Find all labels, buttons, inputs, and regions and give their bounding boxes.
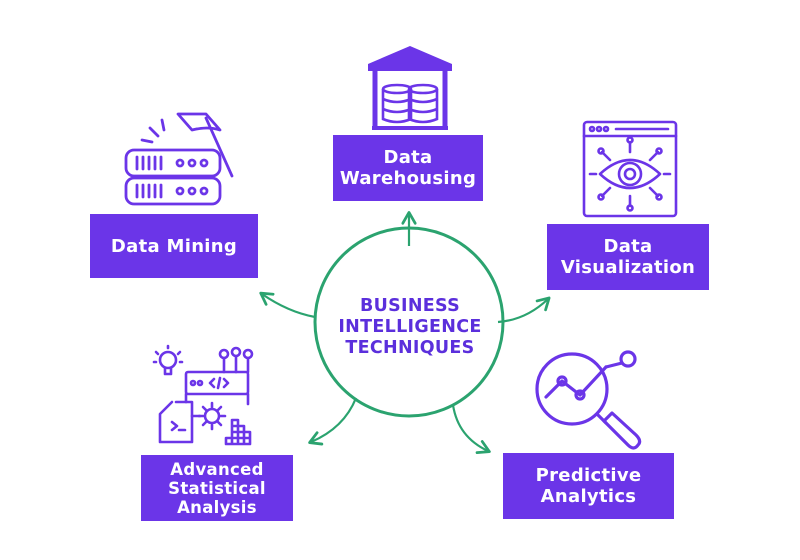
node-advanced-statistical-analysis-line-3: Analysis [177, 497, 257, 517]
node-data-mining-line-1: Data Mining [110, 235, 238, 257]
server-pickaxe-icon [124, 112, 234, 206]
node-predictive-analytics-line-2: Analytics [540, 486, 637, 507]
node-advanced-statistical-analysis-line-1: Advanced [170, 459, 264, 479]
node-data-visualization-line-2: Visualization [560, 257, 696, 278]
arrow-to-data-visualization [497, 296, 551, 324]
code-gear-document-icon [152, 344, 254, 446]
arrow-to-predictive-analytics [451, 404, 491, 455]
node-data-visualization: Data Visualization [547, 224, 709, 290]
center-title: BUSINESS INTELLIGENCE TECHNIQUES [318, 296, 502, 359]
node-data-visualization-line-1: Data [603, 236, 653, 257]
node-data-warehousing-line-2: Warehousing [339, 168, 477, 189]
browser-eye-network-icon [582, 120, 678, 218]
node-predictive-analytics: Predictive Analytics [503, 453, 674, 519]
center-title-line-3: TECHNIQUES [345, 338, 475, 358]
center-title-line-2: INTELLIGENCE [338, 317, 482, 337]
warehouse-database-icon [368, 46, 452, 130]
center-title-line-1: BUSINESS [359, 296, 461, 316]
node-data-warehousing-line-1: Data [383, 147, 433, 168]
arrow-to-data-mining [259, 291, 316, 319]
node-advanced-statistical-analysis: Advanced Statistical Analysis [141, 455, 293, 521]
node-predictive-analytics-line-1: Predictive [535, 465, 642, 486]
node-data-mining: Data Mining [90, 214, 258, 278]
node-data-warehousing: Data Warehousing [333, 135, 483, 201]
node-advanced-statistical-analysis-line-2: Statistical [168, 478, 266, 498]
arrow-to-advanced-statistical-analysis [308, 397, 358, 446]
magnifier-chart-icon [535, 350, 642, 450]
